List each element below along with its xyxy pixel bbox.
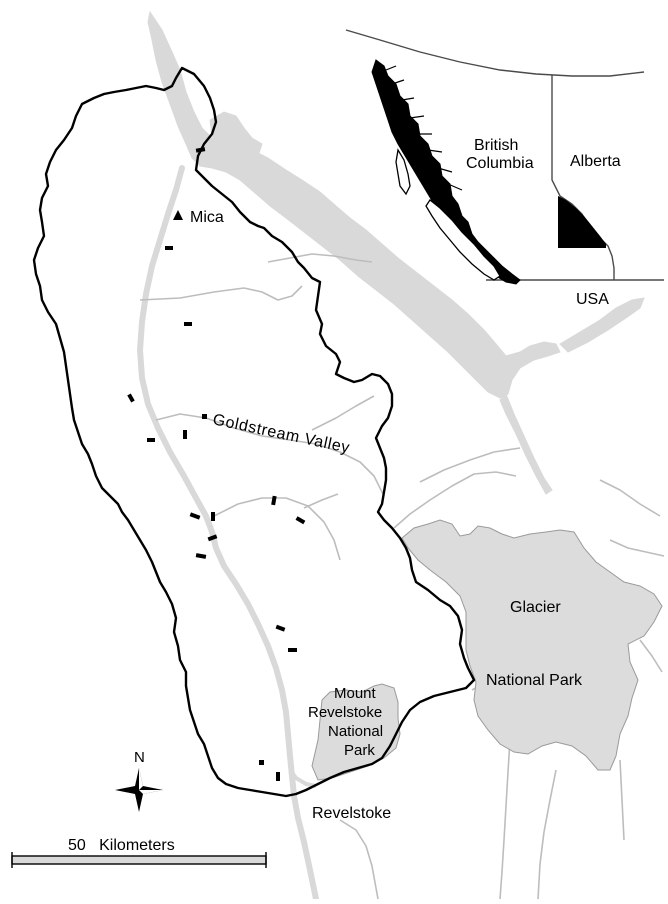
road-east-1 [419,447,521,483]
north-arrow-label: N [134,749,145,766]
label-revelstoke-park-line: Revelstoke [308,704,382,721]
scale-bar-label: 50 Kilometers [68,837,175,854]
inset-fjords [385,65,463,191]
label-goldstream-valley: Goldstream Valley [211,411,351,457]
northern-bay [209,111,263,157]
road-north [139,285,303,301]
scale-bar-rect [11,855,267,865]
north-arrow-highlight [139,768,143,790]
label-glacier: Glacier [510,599,561,616]
site-marker [271,495,277,506]
inset-coastline [371,59,521,285]
site-marker [275,624,286,632]
revelstoke-lake-arm [288,768,317,788]
label-national-park: National Park [486,672,583,689]
study-area-boundary [32,66,476,798]
glacier-national-park [401,519,663,771]
site-marker [183,430,187,439]
site-marker [295,516,306,525]
site-marker [288,648,297,652]
inset-label-british: British [474,137,518,154]
downie-road [213,497,341,561]
site-marker [202,414,207,419]
kinbasket-reservoir [147,10,561,399]
road-southeast [639,639,663,673]
inset-study-area [558,196,606,248]
sample-sites [127,147,306,781]
north-arrow: N [115,749,163,812]
site-marker [189,512,201,520]
goldstream-road [155,413,385,497]
goldstream-east [311,395,375,431]
road-south-2 [537,769,557,900]
label-mica: Mica [190,209,224,226]
site-marker [211,512,215,521]
inset-bc-alberta-border [551,75,615,280]
site-marker [195,147,206,153]
site-marker [195,553,207,559]
mica-triangle-marker [173,210,183,220]
label-park: Park [344,742,375,759]
site-marker [276,772,280,781]
fjord [385,65,463,191]
site-marker [127,393,135,403]
canoe-reach [499,393,553,495]
road-sw [339,819,379,900]
label-revelstoke-city: Revelstoke [312,805,391,822]
site-marker [165,246,173,250]
inset-label-alberta: Alberta [570,153,621,170]
site-marker [259,760,264,765]
inset-map: British Columbia Alberta USA [345,29,664,308]
columbia-river [137,165,319,902]
road-south-3 [619,759,625,841]
trans-canada-west [393,471,517,529]
north-arrow-highlight [139,790,163,794]
site-marker [147,438,155,442]
inset-bc-north-border [345,29,645,77]
site-marker [207,534,218,542]
lake-east-arm [559,297,645,353]
inset-label-usa: USA [576,291,609,308]
road-far-east [599,479,661,517]
label-mount: Mount [334,685,377,702]
inset-label-columbia: Columbia [466,155,534,172]
road-east-north [267,253,373,263]
road-far-east-2 [609,539,665,557]
label-national: National [328,723,383,740]
site-marker [184,322,192,326]
scale-bar: 50 Kilometers [11,837,267,868]
water-bodies [137,10,645,902]
downie-road-branch [303,493,339,509]
inset-haida-gwaii [395,148,411,196]
inset-vancouver-island [425,199,501,281]
